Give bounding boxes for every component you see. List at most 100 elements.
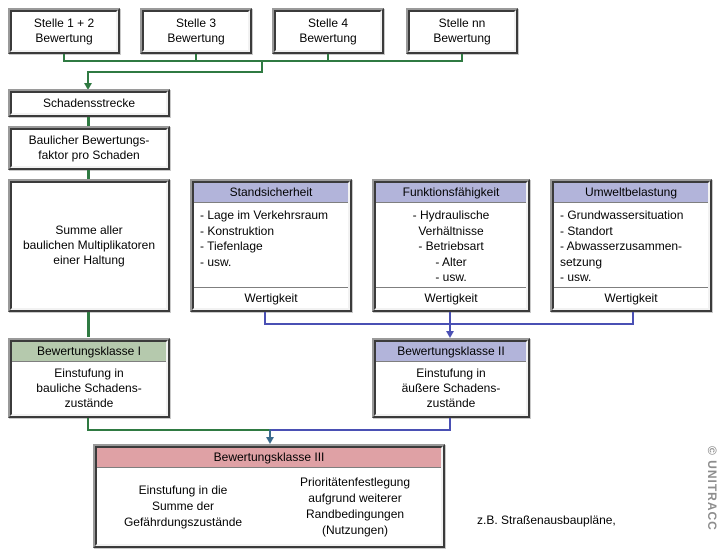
list-item: - Standort (560, 223, 613, 238)
box-inner: Stelle 4 Bewertung (274, 10, 382, 52)
connector-stelle4-stub (327, 54, 329, 62)
box-text: Stelle 3 Bewertung (144, 12, 248, 50)
connector-funktionsfaehigkeit-stub (449, 312, 451, 325)
umweltbelastung-header: Umweltbelastung (554, 183, 708, 203)
box-text-line: Randbedingungen (305, 507, 405, 521)
connector-stelle3-stub (195, 54, 197, 62)
bewertungsklasse-2-header: Bewertungsklasse II (376, 342, 526, 362)
box-text-line: zustände (426, 395, 476, 410)
connector-top-bus (63, 60, 463, 62)
box-text: Schadensstrecke (12, 93, 166, 113)
connector-standsicherheit-stub (264, 312, 266, 325)
list-item: - usw. (560, 270, 592, 284)
box-text: Summe aller baulichen Multiplikatoren ei… (12, 183, 166, 308)
connector-stellenn-stub (461, 54, 463, 62)
box-text-line: Schadensstrecke (42, 95, 136, 110)
bewertungsklasse-3-body: Einstufung in die Summe der Gefährdungsz… (97, 468, 441, 544)
box-inner: Standsicherheit - Lage im Verkehrsraum -… (192, 181, 350, 310)
list-item: - Grundwassersituation (560, 208, 684, 222)
box-baulicher-bewertungsfaktor[interactable]: Baulicher Bewertungs- faktor pro Schaden (8, 126, 170, 170)
box-stelle-3[interactable]: Stelle 3 Bewertung (140, 8, 252, 54)
box-text-line: Stelle 4 (307, 16, 349, 30)
box-text-line: zustände (64, 395, 114, 410)
list-item: - usw. (435, 270, 467, 284)
box-text-line: baulichen Multiplikatoren (22, 238, 156, 252)
box-inner: Stelle 1 + 2 Bewertung (10, 10, 118, 52)
bewertungsklasse-3-right-text: Prioritätenfestlegung aufgrund weiterer … (269, 474, 441, 538)
box-text-line: Stelle nn (438, 16, 486, 30)
list-item: - Hydraulische (412, 208, 490, 222)
box-text-line: Stelle 1 + 2 (33, 16, 95, 30)
list-item: - Tiefenlage (200, 239, 263, 253)
box-stelle-4[interactable]: Stelle 4 Bewertung (272, 8, 384, 54)
box-inner: Baulicher Bewertungs- faktor pro Schaden (10, 128, 168, 168)
connector-umweltbelastung-stub (632, 312, 634, 325)
note-text: z.B. Straßenausbaupläne, Wohnumfeldsmaßn… (477, 473, 621, 560)
box-inner: Umweltbelastung - Grundwassersituation -… (552, 181, 710, 310)
box-inner: Schadensstrecke (10, 91, 168, 115)
box-stelle-1-2[interactable]: Stelle 1 + 2 Bewertung (8, 8, 120, 54)
box-inner: Bewertungsklasse II Einstufung in äußere… (374, 340, 528, 416)
box-text-line: Bewertung (167, 31, 225, 45)
box-text-line: Bewertung (35, 31, 93, 45)
box-text-line: bauliche Schadens- (36, 380, 142, 395)
list-item: - Betriebsart (418, 239, 484, 253)
connector-schadensstrecke-to-faktor (87, 117, 90, 127)
list-item: setzung (560, 254, 603, 269)
standsicherheit-criteria-list: - Lage im Verkehrsraum - Konstruktion - … (194, 203, 348, 287)
box-text-line: Stelle 3 (175, 16, 217, 30)
box-text: Baulicher Bewertungs- faktor pro Schaden (12, 130, 166, 166)
bewertungsklasse-1-header: Bewertungsklasse I (12, 342, 166, 362)
list-item: - Alter (435, 254, 467, 269)
box-inner: Stelle nn Bewertung (408, 10, 516, 52)
arrow-into-klasse2 (446, 331, 454, 338)
connector-stelle1-stub (63, 54, 65, 62)
box-bewertungsklasse-2[interactable]: Bewertungsklasse II Einstufung in äußere… (372, 338, 530, 418)
box-funktionsfaehigkeit[interactable]: Funktionsfähigkeit - Hydraulische Verhäl… (372, 179, 530, 312)
box-inner: Stelle 3 Bewertung (142, 10, 250, 52)
note-line: z.B. Straßenausbaupläne, (477, 513, 616, 527)
arrow-into-klasse3 (266, 437, 274, 444)
box-text-line: äußere Schadens- (401, 380, 501, 395)
connector-faktor-to-summe (87, 170, 90, 180)
bewertungsklasse-3-header: Bewertungsklasse III (97, 448, 441, 468)
box-summe-multiplikatoren[interactable]: Summe aller baulichen Multiplikatoren ei… (8, 179, 170, 312)
connector-klasse2-stub (449, 418, 451, 431)
list-item: - Konstruktion (200, 223, 275, 238)
box-text-line: Baulicher Bewertungs- (28, 133, 150, 147)
bewertungsklasse-1-text: Einstufung in bauliche Schadens- zuständ… (12, 362, 166, 414)
box-inner: Summe aller baulichen Multiplikatoren ei… (10, 181, 168, 310)
list-item: Verhältnisse (418, 223, 484, 238)
box-text-line: faktor pro Schaden (38, 148, 140, 162)
standsicherheit-wertigkeit: Wertigkeit (194, 287, 348, 308)
box-schadensstrecke[interactable]: Schadensstrecke (8, 89, 170, 117)
watermark-text: © UNITRACC (705, 446, 719, 531)
box-standsicherheit[interactable]: Standsicherheit - Lage im Verkehrsraum -… (190, 179, 352, 312)
box-text-line: Einstufung in (416, 365, 486, 380)
box-umweltbelastung[interactable]: Umweltbelastung - Grundwassersituation -… (550, 179, 712, 312)
box-text-line: Einstufung in die (138, 483, 228, 497)
funktionsfaehigkeit-criteria-list: - Hydraulische Verhältnisse - Betriebsar… (376, 203, 526, 287)
connector-klasse2-to-merge (270, 429, 451, 431)
box-inner: Bewertungsklasse I Einstufung in baulich… (10, 340, 168, 416)
connector-summe-to-klasse1 (87, 312, 90, 337)
funktionsfaehigkeit-wertigkeit: Wertigkeit (376, 287, 526, 308)
box-bewertungsklasse-1[interactable]: Bewertungsklasse I Einstufung in baulich… (8, 338, 170, 418)
connector-into-klasse2 (449, 323, 451, 333)
box-inner: Funktionsfähigkeit - Hydraulische Verhäl… (374, 181, 528, 310)
umweltbelastung-wertigkeit: Wertigkeit (554, 287, 708, 308)
funktionsfaehigkeit-header: Funktionsfähigkeit (376, 183, 526, 203)
watermark: © UNITRACC (705, 446, 720, 556)
box-stelle-nn[interactable]: Stelle nn Bewertung (406, 8, 518, 54)
box-text: Stelle nn Bewertung (410, 12, 514, 50)
connector-into-schadensstrecke (87, 71, 89, 84)
box-text-line: Prioritätenfestlegung (299, 475, 411, 489)
list-item: - Lage im Verkehrsraum (200, 208, 329, 222)
box-bewertungsklasse-3[interactable]: Bewertungsklasse III Einstufung in die S… (93, 444, 445, 548)
connector-into-klasse3 (269, 429, 271, 439)
umweltbelastung-criteria-list: - Grundwassersituation - Standort - Abwa… (554, 203, 708, 287)
box-text-line: Gefährdungszustände (123, 515, 243, 529)
box-inner: Bewertungsklasse III Einstufung in die S… (95, 446, 443, 546)
box-text: Stelle 1 + 2 Bewertung (12, 12, 116, 50)
bewertungsklasse-2-text: Einstufung in äußere Schadens- zustände (376, 362, 526, 414)
